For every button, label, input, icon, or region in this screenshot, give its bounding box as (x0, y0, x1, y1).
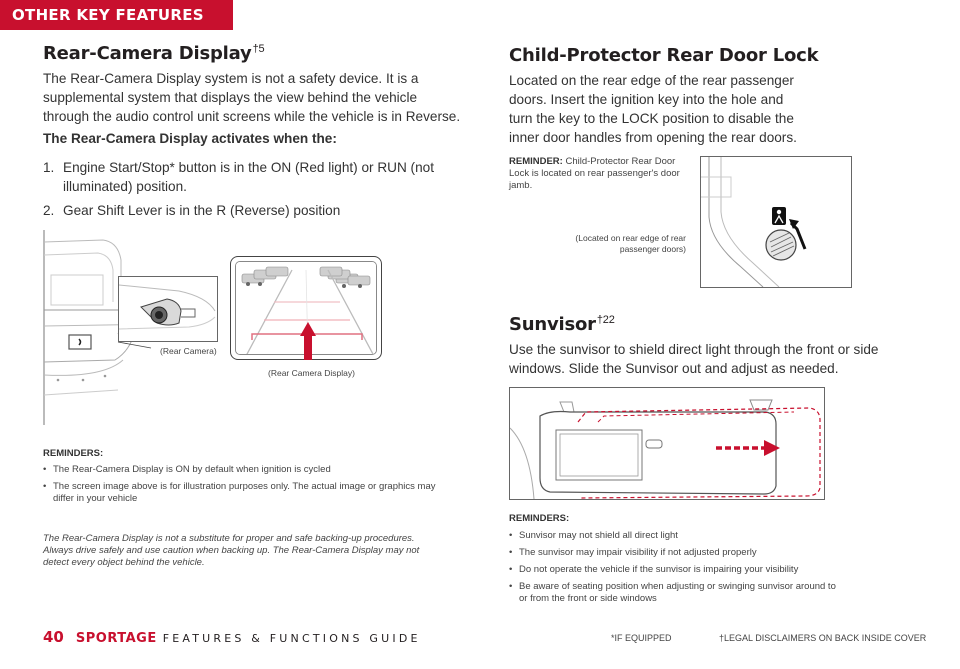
list-item: 2.Gear Shift Lever is in the R (Reverse)… (43, 203, 341, 218)
sunvisor-drawing (509, 399, 821, 500)
section-tab: OTHER KEY FEATURES (0, 0, 233, 30)
rear-camera-title: Rear-Camera Display†5 (43, 43, 265, 64)
child-lock-illustration (700, 156, 852, 288)
turn-arrow-icon (789, 219, 799, 229)
camera-icon (118, 284, 216, 330)
list-item: •The Rear-Camera Display is ON by defaul… (43, 464, 331, 475)
list-item: •Do not operate the vehicle if the sunvi… (509, 564, 799, 575)
sunvisor-reminders-title: REMINDERS: (509, 513, 570, 524)
list-item: •The sunvisor may impair visibility if n… (509, 547, 757, 558)
footer-guide-title: 40 SPORTAGE FEATURES & FUNCTIONS GUIDE (43, 628, 421, 646)
brand-name: SPORTAGE (75, 631, 157, 646)
sunvisor-body: Use the sunvisor to shield direct light … (509, 342, 879, 376)
list-item: •Be aware of seating position when adjus… (509, 581, 836, 604)
rear-camera-caption: (Rear Camera) (160, 346, 217, 356)
rear-camera-zoom (118, 276, 218, 342)
rear-camera-intro: The Rear-Camera Display system is not a … (43, 71, 461, 124)
child-lock-reminder: REMINDER: Child-Protector Rear Door Lock… (509, 156, 680, 191)
slide-arrow-icon (764, 440, 780, 456)
rear-camera-reminders-title: REMINDERS: (43, 448, 104, 459)
sunvisor-illustration (509, 387, 825, 500)
reverse-arrow-icon (300, 322, 316, 360)
page-number: 40 (43, 628, 64, 646)
sunvisor-title: Sunvisor†22 (509, 314, 615, 335)
footer-if-equipped: *IF EQUIPPED (611, 633, 672, 643)
list-item: •Sunvisor may not shield all direct ligh… (509, 530, 678, 541)
rear-camera-disclaimer: The Rear-Camera Display is not a substit… (43, 533, 420, 568)
list-item: •The screen image above is for illustrat… (43, 481, 436, 504)
sunvisor-reminders: •Sunvisor may not shield all direct ligh… (509, 530, 839, 610)
list-item: 1.Engine Start/Stop* button is in the ON… (43, 160, 434, 194)
child-lock-body: Located on the rear edge of the rear pas… (509, 73, 797, 145)
door-jamb-drawing (701, 157, 807, 288)
child-lock-caption: (Located on rear edge of rear passenger … (575, 233, 686, 254)
activates-list: 1.Engine Start/Stop* button is in the ON… (43, 158, 443, 225)
child-lock-title: Child-Protector Rear Door Lock (509, 45, 819, 66)
activates-heading: The Rear-Camera Display activates when t… (43, 131, 337, 146)
footer-legal: †LEGAL DISCLAIMERS ON BACK INSIDE COVER (719, 633, 927, 643)
rear-camera-display-caption: (Rear Camera Display) (268, 368, 355, 378)
guide-name: FEATURES & FUNCTIONS GUIDE (162, 632, 421, 645)
rear-camera-reminders: •The Rear-Camera Display is ON by defaul… (43, 464, 438, 510)
